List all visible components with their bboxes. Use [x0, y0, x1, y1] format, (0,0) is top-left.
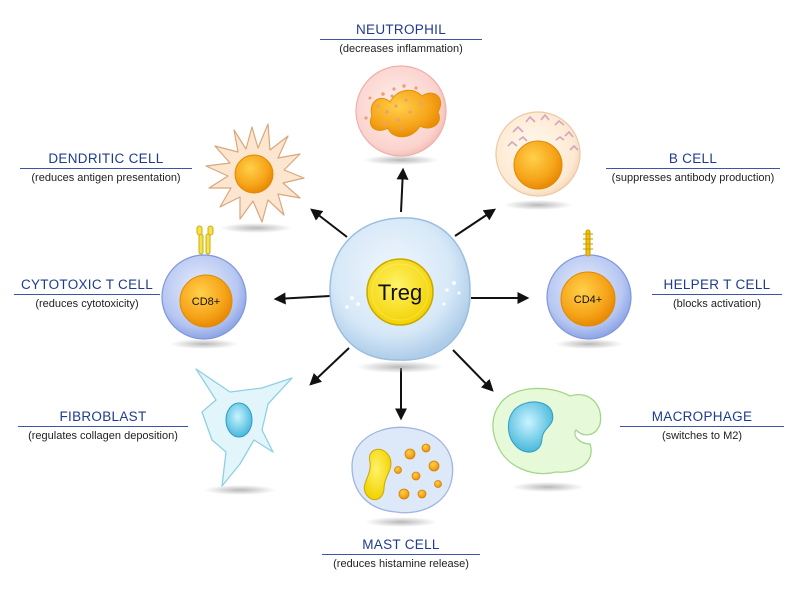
arrow-to-neutrophil [396, 167, 409, 213]
dendritic-cell [205, 123, 305, 233]
dendritic-effect: (reduces antigen presentation) [31, 172, 181, 184]
dendritic-name: DENDRITIC CELL [48, 151, 164, 166]
label-macrophage: MACROPHAGE (switches to M2) [620, 409, 784, 443]
cytotoxic-effect: (reduces cytotoxicity) [35, 298, 139, 310]
label-bcell: B CELL (suppresses antibody production) [606, 151, 780, 185]
cd8-receptor-icon [196, 225, 214, 255]
fibroblast-cell [195, 368, 293, 495]
helper-effect: (blocks activation) [672, 298, 762, 310]
arrow-to-cytotoxic [273, 292, 331, 305]
helper-cell: CD4+ [546, 229, 632, 349]
label-fibroblast: FIBROBLAST (regulates collagen depositio… [18, 409, 188, 443]
macrophage-divider [620, 426, 784, 427]
fibroblast-divider [18, 426, 188, 427]
label-cytotoxic: CYTOTOXIC T CELL (reduces cytotoxicity) [14, 277, 160, 311]
arrow-to-dendritic [310, 208, 348, 238]
mast-cell [351, 426, 454, 527]
cytotoxic-name: CYTOTOXIC T CELL [20, 277, 154, 292]
treg-label: Treg [378, 280, 422, 305]
macrophage-cell [492, 387, 602, 492]
neutrophil-cell [355, 65, 447, 165]
bcell-divider [606, 168, 780, 169]
fibroblast-name: FIBROBLAST [59, 409, 147, 424]
neutrophil-divider [320, 39, 482, 40]
treg-cell: Treg [329, 217, 471, 373]
neutrophil-effect: (decreases inflammation) [339, 43, 463, 55]
neutrophil-name: NEUTROPHIL [355, 22, 446, 37]
cytotoxic-cell: CD8+ [161, 225, 247, 349]
helper-name: HELPER T CELL [663, 277, 771, 292]
bcell-cell [495, 111, 581, 210]
cd4-marker-label: CD4+ [574, 294, 602, 306]
cd4-receptor-icon [583, 229, 593, 257]
macrophage-name: MACROPHAGE [651, 409, 753, 424]
arrows [273, 167, 530, 421]
arrow-to-macrophage [452, 349, 494, 392]
bcell-effect: (suppresses antibody production) [611, 172, 775, 184]
macrophage-effect: (switches to M2) [661, 430, 743, 442]
arrow-to-fibroblast [309, 347, 350, 386]
treg-nucleus [366, 258, 434, 326]
mast-effect: (reduces histamine release) [333, 558, 469, 570]
label-helper: HELPER T CELL (blocks activation) [652, 277, 782, 311]
mast-name: MAST CELL [362, 537, 440, 552]
dendritic-divider [20, 168, 192, 169]
bcell-name: B CELL [668, 151, 718, 166]
mast-divider [322, 554, 480, 555]
helper-divider [652, 294, 782, 295]
label-neutrophil: NEUTROPHIL (decreases inflammation) [320, 22, 482, 56]
cd8-marker-label: CD8+ [192, 296, 220, 308]
arrow-to-bcell [454, 208, 496, 237]
cytotoxic-divider [14, 294, 160, 295]
label-dendritic: DENDRITIC CELL (reduces antigen presenta… [20, 151, 192, 185]
label-mast: MAST CELL (reduces histamine release) [322, 537, 480, 571]
fibroblast-effect: (regulates collagen deposition) [28, 430, 178, 442]
